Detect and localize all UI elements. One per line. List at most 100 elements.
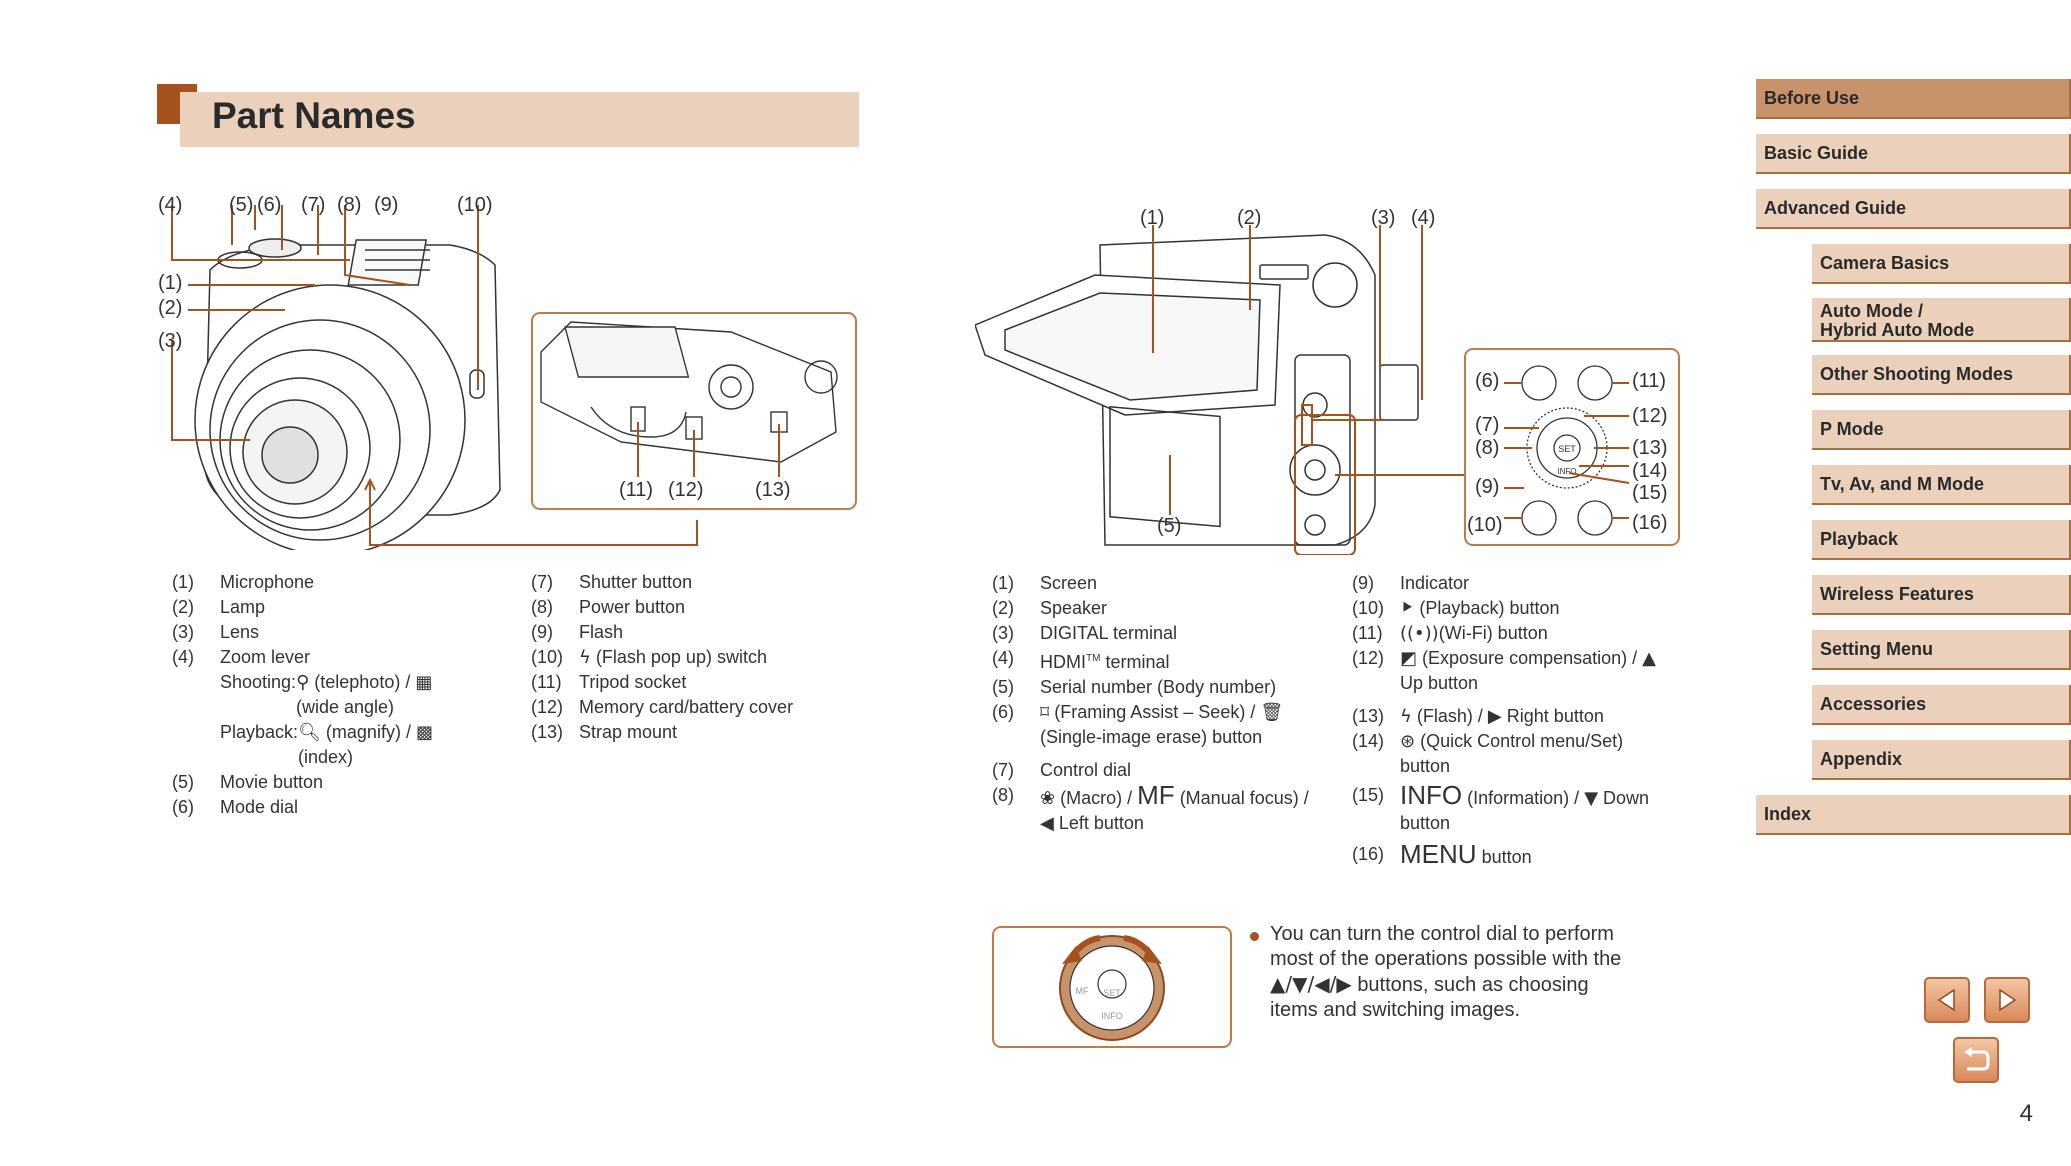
dial-info-label: INFO (1101, 1011, 1123, 1021)
page-title: Part Names (212, 95, 416, 136)
arrow-left-icon (1937, 988, 1955, 1012)
front-callout-11: (11) (619, 479, 654, 501)
list-item: (8)Power button (531, 597, 686, 617)
list-item: (11)((•))(Wi-Fi) button (1352, 623, 1548, 644)
down-arrow-icon: ▼ (1584, 788, 1599, 809)
front-callout-5: (5) (229, 194, 254, 216)
arrow-buttons-icon: ▲/▼/◀/▶ (1270, 972, 1352, 996)
front-callout-7: (7) (301, 194, 326, 216)
bottom-view-inset (531, 312, 857, 510)
back-callout-8: (8) (1475, 437, 1500, 459)
front-callout-10: (10) (457, 194, 493, 216)
back-callout-12: (12) (1632, 405, 1668, 427)
front-camera-diagram (171, 205, 698, 550)
back-callout-6: (6) (1475, 370, 1500, 392)
back-callout-13: (13) (1632, 437, 1668, 459)
back-callout-10: (10) (1467, 514, 1503, 536)
button-cluster-inset: SET INFO (1464, 348, 1680, 546)
flash-icon: ϟ (1400, 706, 1412, 727)
front-callout-2: (2) (158, 297, 183, 319)
nav-playback[interactable]: Playback (1812, 520, 2071, 560)
back-callout-5: (5) (1157, 515, 1182, 537)
trash-icon: 🗑︎ (1260, 702, 1284, 723)
tip-note: You can turn the control dial to perform… (1250, 922, 1670, 1023)
arrow-right-icon (1999, 988, 2017, 1012)
list-item: (7)Shutter button (531, 572, 693, 592)
nav-p-mode[interactable]: P Mode (1812, 410, 2071, 450)
list-item: (5)Serial number (Body number) (992, 677, 1277, 697)
nav-tv-av-m-mode[interactable]: Tv, Av, and M Mode (1812, 465, 2071, 505)
return-button[interactable] (1953, 1037, 1999, 1083)
flash-icon: ϟ (579, 647, 591, 668)
quick-control-icon: ⊛ (1400, 731, 1416, 752)
list-item: (8)❀ (Macro) / MF (Manual focus) /◀ Left… (992, 780, 1309, 834)
list-item: (4)HDMITM terminal (992, 648, 1170, 672)
list-item: (13)Strap mount (531, 722, 678, 742)
index-icon: ▩ (415, 722, 433, 743)
return-icon (1964, 1047, 1990, 1071)
nav-index[interactable]: Index (1756, 795, 2071, 835)
page-number: 4 (2019, 1100, 2033, 1127)
nav-camera-basics[interactable]: Camera Basics (1812, 244, 2071, 284)
nav-wireless-features[interactable]: Wireless Features (1812, 575, 2071, 615)
next-page-button[interactable] (1984, 977, 2030, 1023)
list-item: (14)⊛ (Quick Control menu/Set)button (1352, 731, 1624, 776)
list-item: (9)Flash (531, 622, 624, 642)
nav-other-shooting-modes[interactable]: Other Shooting Modes (1812, 355, 2071, 395)
macro-icon: ❀ (1040, 788, 1056, 809)
back-callout-11: (11) (1632, 370, 1667, 392)
left-arrow-icon: ◀ (1040, 813, 1054, 834)
back-camera-diagram (975, 225, 1470, 555)
nav-basic-guide[interactable]: Basic Guide (1756, 134, 2071, 174)
set-label: SET (1558, 444, 1576, 454)
list-item: (2)Lamp (172, 597, 266, 617)
nav-advanced-guide[interactable]: Advanced Guide (1756, 189, 2071, 229)
front-callout-9: (9) (374, 194, 399, 216)
list-item: (16)MENU button (1352, 839, 1532, 869)
list-item: (11)Tripod socket (531, 672, 687, 692)
list-item: (10)⯈ (Playback) button (1352, 598, 1560, 619)
back-parts-list-1: (1)Screen (2)Speaker (3)DIGITAL terminal… (992, 571, 1332, 836)
info-label: INFO (1557, 467, 1576, 476)
list-item: (1)Microphone (172, 572, 315, 592)
front-callout-1: (1) (158, 272, 183, 294)
back-callout-14: (14) (1632, 460, 1668, 482)
front-parts-list-2: (7)Shutter button (8)Power button (9)Fla… (531, 570, 881, 745)
front-callout-6: (6) (257, 194, 282, 216)
nav-appendix[interactable]: Appendix (1812, 740, 2071, 780)
control-dial-illustration: SET INFO MF (992, 926, 1232, 1048)
list-item: (5)Movie button (172, 772, 324, 792)
nav-setting-menu[interactable]: Setting Menu (1812, 630, 2071, 670)
exposure-compensation-icon: ◩ (1400, 648, 1418, 669)
magnify-icon: 🔍︎ (298, 722, 321, 743)
back-callout-3: (3) (1371, 207, 1396, 229)
list-item: (4) Zoom lever Shooting:⚲ (telephoto) / … (172, 647, 433, 767)
back-callout-15: (15) (1632, 482, 1668, 504)
back-callout-1: (1) (1140, 207, 1165, 229)
list-item: (12)◩ (Exposure compensation) / ▲Up butt… (1352, 648, 1656, 693)
wifi-icon: ((•)) (1400, 623, 1439, 644)
back-parts-list-2: (9)Indicator (10)⯈ (Playback) button (11… (1352, 571, 1682, 870)
list-item: (13)ϟ (Flash) / ▶ Right button (1352, 706, 1604, 727)
playback-icon: ⯈ (1400, 598, 1415, 619)
prev-page-button[interactable] (1924, 977, 1970, 1023)
list-item: (3)DIGITAL terminal (992, 623, 1178, 643)
back-callout-7: (7) (1475, 414, 1500, 436)
front-callout-13: (13) (755, 479, 791, 501)
list-item: (6)⌑ (Framing Assist – Seek) / 🗑︎(Single… (992, 702, 1284, 747)
telephoto-icon: ⚲ (296, 672, 310, 693)
nav-before-use[interactable]: Before Use (1756, 79, 2071, 119)
list-item: (12)Memory card/battery cover (531, 697, 794, 717)
back-callout-4: (4) (1411, 207, 1436, 229)
list-item: (3)Lens (172, 622, 260, 642)
front-callout-8: (8) (337, 194, 362, 216)
nav-auto-mode[interactable]: Auto Mode /Hybrid Auto Mode (1812, 298, 2071, 342)
nav-accessories[interactable]: Accessories (1812, 685, 2071, 725)
back-callout-16: (16) (1632, 512, 1668, 534)
front-callout-3: (3) (158, 330, 183, 352)
right-arrow-icon: ▶ (1487, 706, 1502, 727)
list-item: (6)Mode dial (172, 797, 299, 817)
list-item: (10)ϟ (Flash pop up) switch (531, 647, 767, 668)
list-item: (7)Control dial (992, 760, 1132, 780)
